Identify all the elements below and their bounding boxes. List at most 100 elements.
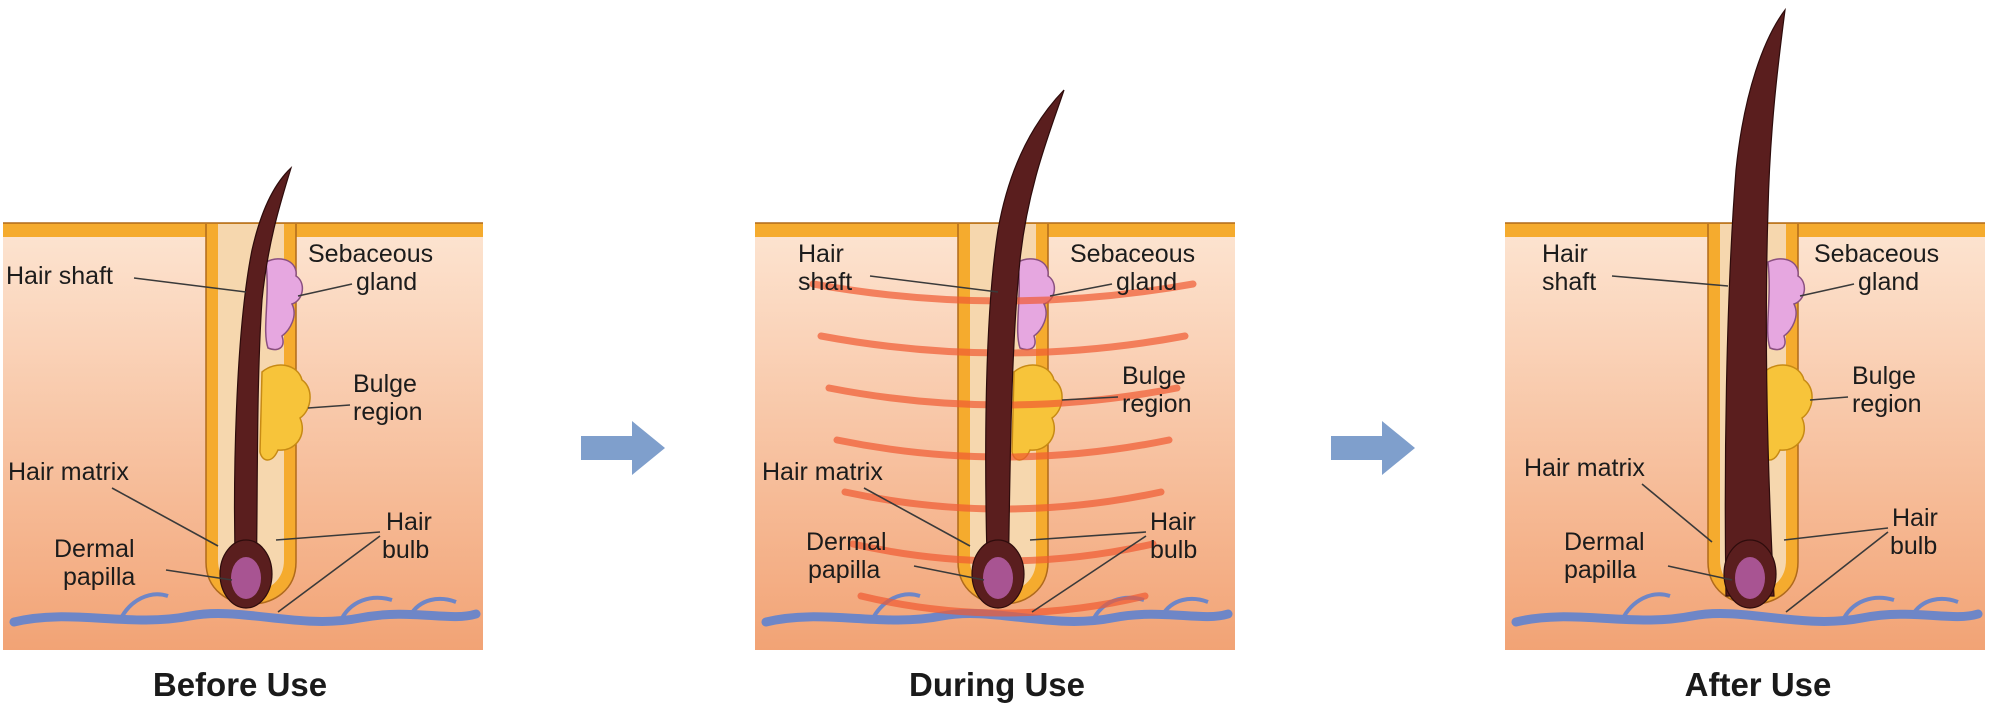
label-sebaceous-gland: Sebaceous gland bbox=[1814, 240, 1939, 296]
label-bulge-region: Bulge region bbox=[1122, 362, 1192, 418]
leader-hair-bulb-lower bbox=[277, 535, 381, 613]
svg-text:Hair matrix: Hair matrix bbox=[8, 458, 129, 486]
leader-dermal-papilla bbox=[913, 565, 985, 581]
heat-wave bbox=[857, 592, 1149, 617]
svg-text:Hair: Hair bbox=[1892, 504, 1938, 532]
svg-text:papilla: papilla bbox=[63, 563, 135, 591]
leader-hair-shaft bbox=[869, 275, 999, 293]
leader-hair-matrix bbox=[863, 487, 971, 547]
svg-text:papilla: papilla bbox=[1564, 556, 1636, 584]
hair-shaft-shape bbox=[1724, 7, 1786, 597]
label-hair-shaft: Hair shaft bbox=[798, 240, 852, 296]
leader-hair-matrix bbox=[1641, 483, 1713, 543]
panel-after-use: Hair shaft Sebaceous gland Bulge region … bbox=[1505, 7, 1985, 703]
leader-bulge-region bbox=[1809, 396, 1849, 401]
sebaceous-gland-shape bbox=[1016, 258, 1056, 351]
blood-vessel-branch bbox=[338, 595, 393, 623]
arrow-right-icon bbox=[1331, 421, 1415, 475]
svg-text:region: region bbox=[1852, 390, 1922, 418]
svg-text:Bulge: Bulge bbox=[353, 370, 417, 398]
arrow-right-icon bbox=[581, 421, 665, 475]
blood-vessel-branch bbox=[1620, 592, 1671, 621]
svg-text:bulb: bulb bbox=[382, 536, 429, 564]
blood-vessel bbox=[9, 609, 481, 627]
label-hair-bulb: Hair bulb bbox=[1150, 508, 1197, 564]
label-hair-bulb: Hair bulb bbox=[1890, 504, 1938, 560]
label-dermal-papilla: Dermal papilla bbox=[1564, 528, 1645, 584]
svg-text:Sebaceous: Sebaceous bbox=[1814, 240, 1939, 268]
label-dermal-papilla: Dermal papilla bbox=[806, 528, 887, 584]
blood-vessel-branch bbox=[118, 592, 169, 621]
svg-text:papilla: papilla bbox=[808, 556, 880, 584]
svg-text:region: region bbox=[353, 398, 423, 426]
svg-text:Hair shaft: Hair shaft bbox=[6, 262, 113, 290]
svg-text:bulb: bulb bbox=[1890, 532, 1937, 560]
hair-shaft-shape bbox=[985, 89, 1065, 593]
bulge-region-shape bbox=[259, 364, 311, 461]
label-hair-matrix: Hair matrix bbox=[8, 458, 129, 486]
svg-text:Hair: Hair bbox=[386, 508, 432, 536]
leader-hair-bulb-upper bbox=[275, 531, 381, 541]
label-sebaceous-gland: Sebaceous gland bbox=[1070, 240, 1195, 296]
panel-before-use: Hair shaft Sebaceous gland Bulge region … bbox=[3, 166, 483, 703]
blood-vessel-branch bbox=[870, 592, 921, 621]
svg-text:shaft: shaft bbox=[1542, 268, 1596, 296]
leader-hair-bulb-upper bbox=[1783, 527, 1889, 541]
panel-during-use: Hair shaft Sebaceous gland Bulge region … bbox=[755, 89, 1235, 703]
dermal-papilla-shape bbox=[1735, 557, 1765, 599]
leader-hair-matrix bbox=[111, 487, 219, 547]
svg-text:Hair matrix: Hair matrix bbox=[762, 458, 883, 486]
leader-hair-bulb-lower bbox=[1785, 531, 1889, 613]
leader-sebaceous-gland bbox=[297, 283, 353, 297]
blood-vessel bbox=[1511, 609, 1983, 627]
label-hair-matrix: Hair matrix bbox=[762, 458, 883, 486]
leader-hair-shaft bbox=[133, 277, 247, 293]
svg-text:region: region bbox=[1122, 390, 1192, 418]
svg-text:Bulge: Bulge bbox=[1852, 362, 1916, 390]
caption-after-use: After Use bbox=[1685, 666, 1832, 703]
label-bulge-region: Bulge region bbox=[353, 370, 423, 426]
caption-before-use: Before Use bbox=[153, 666, 327, 703]
sebaceous-gland-shape bbox=[264, 258, 304, 351]
bulge-region-shape bbox=[1761, 364, 1813, 461]
svg-text:Hair matrix: Hair matrix bbox=[1524, 454, 1645, 482]
leader-sebaceous-gland bbox=[1799, 283, 1855, 297]
svg-text:Dermal: Dermal bbox=[1564, 528, 1645, 556]
svg-text:Hair: Hair bbox=[1150, 508, 1196, 536]
label-hair-shaft: Hair shaft bbox=[6, 262, 113, 290]
dermal-papilla-shape bbox=[983, 557, 1013, 599]
svg-text:Hair: Hair bbox=[1542, 240, 1588, 268]
leader-dermal-papilla bbox=[1667, 565, 1733, 581]
label-dermal-papilla: Dermal papilla bbox=[54, 535, 135, 591]
leader-bulge-region bbox=[307, 404, 351, 409]
leader-hair-bulb-lower bbox=[1031, 535, 1147, 613]
label-bulge-region: Bulge region bbox=[1852, 362, 1922, 418]
svg-text:bulb: bulb bbox=[1150, 536, 1197, 564]
skin-illustration bbox=[3, 166, 483, 650]
blood-vessel-branch bbox=[1910, 597, 1959, 618]
svg-text:Bulge: Bulge bbox=[1122, 362, 1186, 390]
svg-text:gland: gland bbox=[1116, 268, 1177, 296]
leader-hair-bulb-upper bbox=[1029, 531, 1147, 541]
hair-shaft-shape bbox=[233, 166, 293, 593]
leader-sebaceous-gland bbox=[1049, 283, 1113, 297]
svg-text:Dermal: Dermal bbox=[806, 528, 887, 556]
svg-text:Sebaceous: Sebaceous bbox=[1070, 240, 1195, 268]
svg-text:gland: gland bbox=[1858, 268, 1919, 296]
label-hair-bulb: Hair bulb bbox=[382, 508, 432, 564]
skin-illustration bbox=[1505, 7, 1985, 650]
blood-vessel-branch bbox=[1840, 595, 1895, 623]
label-hair-shaft: Hair shaft bbox=[1542, 240, 1596, 296]
leader-hair-shaft bbox=[1611, 275, 1729, 287]
label-sebaceous-gland: Sebaceous gland bbox=[308, 240, 433, 296]
blood-vessel-branch bbox=[408, 597, 457, 618]
svg-text:Hair: Hair bbox=[798, 240, 844, 268]
svg-text:Sebaceous: Sebaceous bbox=[308, 240, 433, 268]
label-hair-matrix: Hair matrix bbox=[1524, 454, 1645, 482]
sebaceous-gland-shape bbox=[1766, 258, 1806, 351]
svg-text:gland: gland bbox=[356, 268, 417, 296]
svg-text:shaft: shaft bbox=[798, 268, 852, 296]
dermal-papilla-shape bbox=[231, 557, 261, 599]
blood-vessel-branch bbox=[1160, 597, 1209, 618]
